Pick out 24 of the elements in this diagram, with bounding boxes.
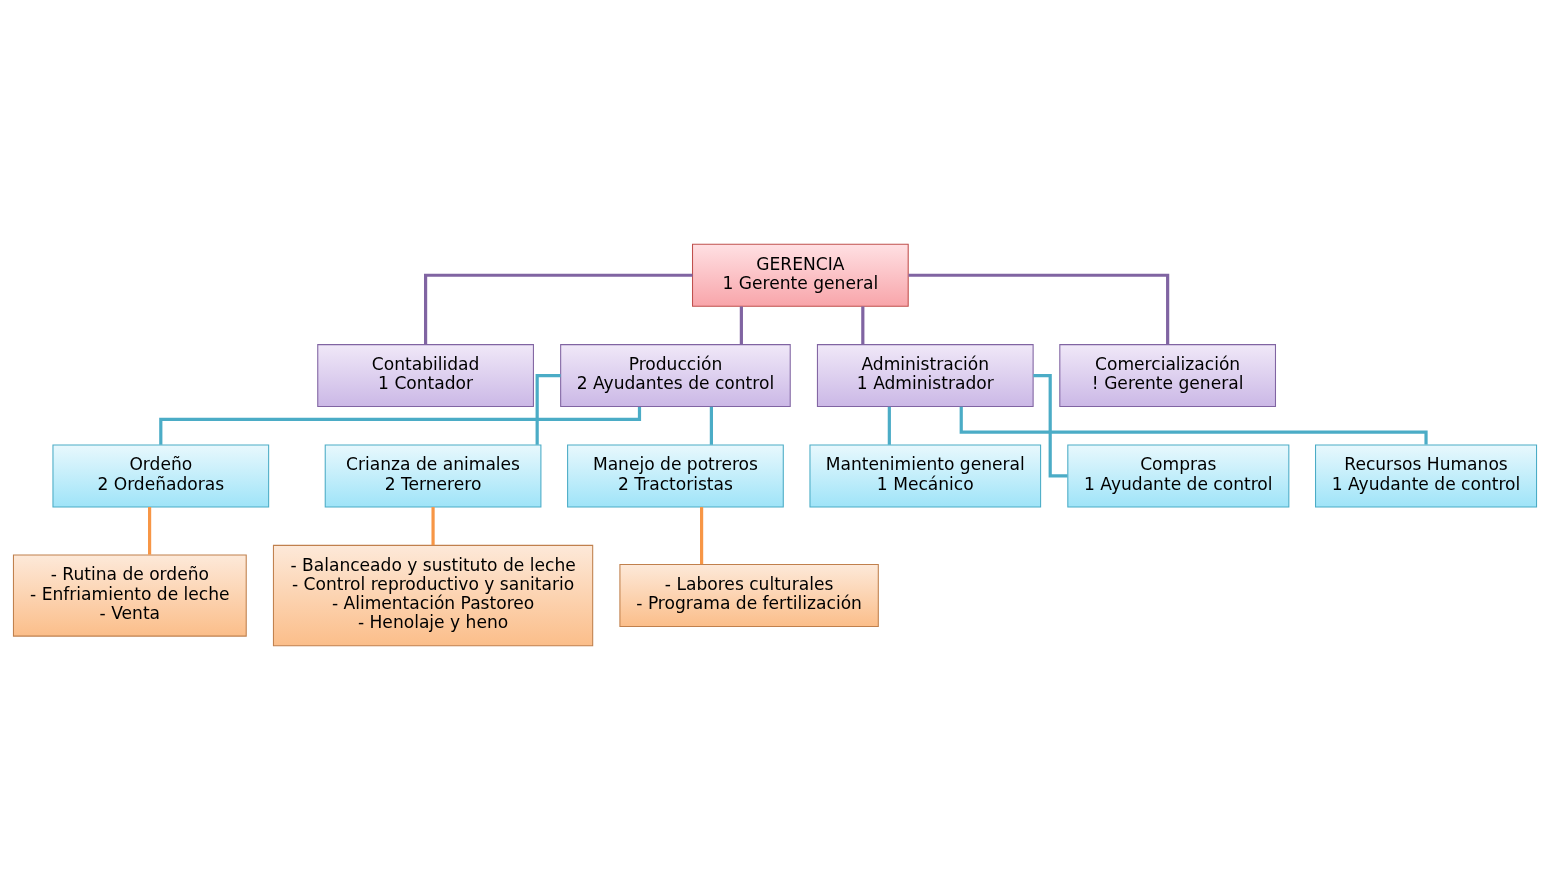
connector (887, 406, 891, 445)
node-box: GERENCIA 1 Gerente general (692, 243, 909, 307)
node-box: Producción 2 Ayudantes de control (560, 344, 791, 408)
node-box: Comercialización ! Gerente general (1059, 344, 1277, 408)
connector (148, 507, 152, 555)
connector (1033, 374, 1068, 478)
connector (709, 406, 713, 445)
connector (700, 507, 704, 565)
connector (424, 273, 693, 345)
node-box: Compras 1 Ayudante de control (1067, 444, 1290, 508)
connector (908, 273, 1170, 345)
node-box: Manejo de potreros 2 Tractoristas (567, 444, 784, 508)
node-box: Crianza de animales 2 Ternerero (324, 444, 542, 508)
node-box: - Rutina de ordeño - Enfriamiento de leche - Venta (12, 554, 247, 637)
node-box: Ordeño 2 Ordeñadoras (52, 444, 270, 508)
connector (431, 507, 435, 546)
connector (739, 306, 743, 345)
node-box: Mantenimiento general 1 Mecánico (809, 444, 1042, 508)
node-box: Recursos Humanos 1 Ayudante de control (1315, 444, 1538, 508)
node-box: - Labores culturales - Programa de fertilización (619, 564, 879, 628)
node-box: - Balanceado y sustituto de leche - Control reproductivo y sanitario - Alimentación Pastoreo - Henolaje y heno (272, 544, 594, 647)
node-box: Contabilidad 1 Contador (317, 344, 534, 408)
connector (861, 306, 865, 345)
node-box: Administración 1 Administrador (816, 344, 1034, 408)
